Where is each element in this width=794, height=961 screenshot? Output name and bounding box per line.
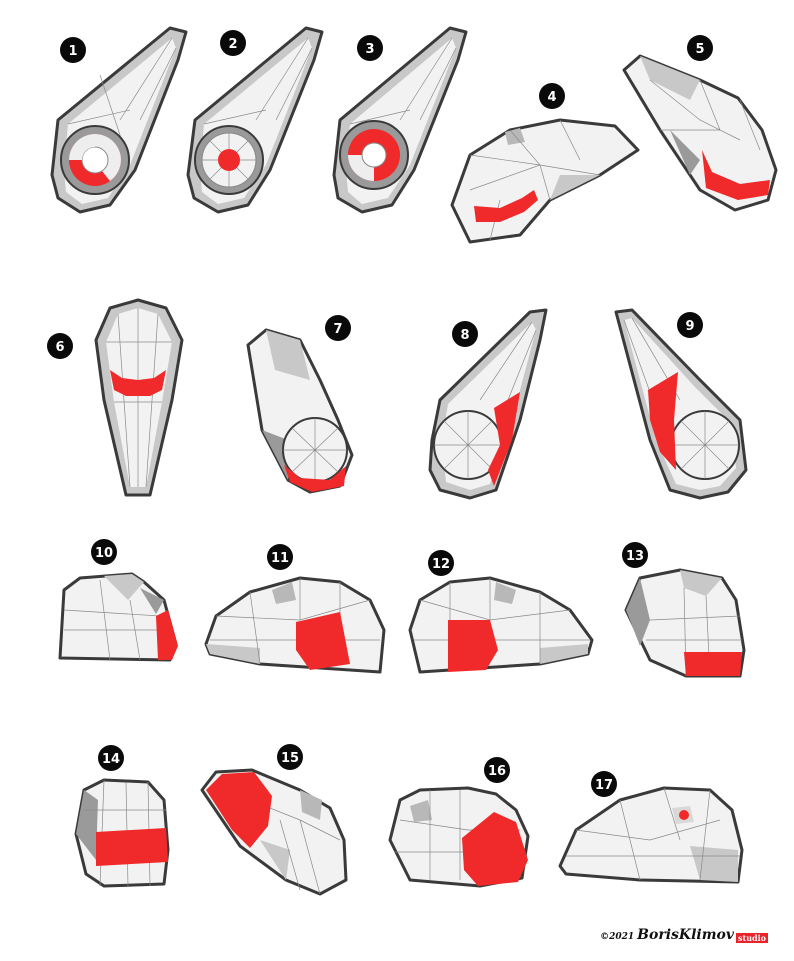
badge-7: 7 xyxy=(325,315,351,341)
badge-11: 11 xyxy=(267,544,293,570)
badge-13: 13 xyxy=(622,542,648,568)
badge-8: 8 xyxy=(452,321,478,347)
view-5 xyxy=(622,54,778,212)
badge-14: 14 xyxy=(98,745,124,771)
badge-14-label: 14 xyxy=(102,752,120,767)
credit-studio: studio xyxy=(736,933,768,943)
badge-6: 6 xyxy=(47,333,73,359)
badge-11-label: 11 xyxy=(271,551,289,566)
badge-10-label: 10 xyxy=(95,546,113,561)
view-3 xyxy=(332,26,468,214)
view-1 xyxy=(50,26,188,214)
view-17 xyxy=(558,786,744,884)
view-15 xyxy=(200,768,348,896)
badge-17: 17 xyxy=(591,771,617,797)
badge-9: 9 xyxy=(677,312,703,338)
badge-1: 1 xyxy=(60,37,86,63)
badge-12: 12 xyxy=(428,550,454,576)
view-9 xyxy=(614,308,748,500)
view-16 xyxy=(388,786,530,888)
view-14 xyxy=(74,778,170,888)
view-8 xyxy=(428,308,548,500)
badge-8-label: 8 xyxy=(460,328,469,343)
badge-1-label: 1 xyxy=(68,44,77,59)
badge-10: 10 xyxy=(91,539,117,565)
view-11 xyxy=(204,576,386,674)
credit-year: ©2021 xyxy=(600,932,635,942)
badge-15: 15 xyxy=(277,744,303,770)
badge-16: 16 xyxy=(484,757,510,783)
badge-6-label: 6 xyxy=(55,340,64,355)
view-4 xyxy=(450,118,640,244)
view-13 xyxy=(624,568,746,678)
view-12 xyxy=(408,576,594,674)
badge-4-label: 4 xyxy=(547,90,556,105)
view-7 xyxy=(246,328,354,494)
badge-15-label: 15 xyxy=(281,751,299,766)
credit-name: BorisKlimov xyxy=(637,927,735,943)
badge-5-label: 5 xyxy=(695,42,704,57)
view-2 xyxy=(186,26,324,214)
badge-12-label: 12 xyxy=(432,557,450,572)
badge-5: 5 xyxy=(687,35,713,61)
badge-7-label: 7 xyxy=(333,322,342,337)
badge-16-label: 16 xyxy=(488,764,506,779)
badge-9-label: 9 xyxy=(685,319,694,334)
badge-13-label: 13 xyxy=(626,549,644,564)
view-10 xyxy=(58,572,178,662)
badge-17-label: 17 xyxy=(595,778,613,793)
badge-3-label: 3 xyxy=(365,42,374,57)
badge-3: 3 xyxy=(357,35,383,61)
view-6 xyxy=(94,298,184,497)
badge-2: 2 xyxy=(220,30,246,56)
badge-2-label: 2 xyxy=(228,37,237,52)
badge-4: 4 xyxy=(539,83,565,109)
